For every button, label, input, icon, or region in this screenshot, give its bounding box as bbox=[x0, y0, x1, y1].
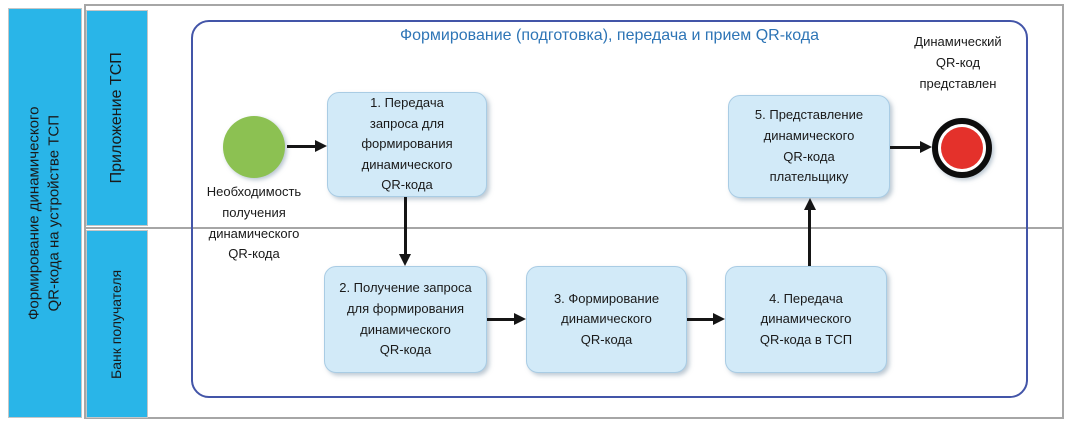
task-3: 3. Формирование динамического QR-кода bbox=[526, 266, 687, 373]
lane-bank: Банк получателя bbox=[86, 230, 148, 418]
lane-app-tsp: Приложение ТСП bbox=[86, 10, 148, 226]
arrow-task2-to-task3 bbox=[487, 318, 514, 321]
task-4: 4. Передача динамического QR-кода в ТСП bbox=[725, 266, 887, 373]
arrow-task3-to-task4 bbox=[687, 318, 713, 321]
arrowhead-task1-to-task2 bbox=[399, 254, 411, 266]
arrow-task4-to-task5 bbox=[808, 210, 811, 266]
end-event-label: Динамический QR-код представлен bbox=[914, 34, 1002, 91]
pool-frame bbox=[84, 4, 1064, 419]
group-title: Формирование (подготовка), передача и пр… bbox=[399, 27, 820, 44]
task-5: 5. Представление динамического QR-кода п… bbox=[728, 95, 890, 198]
arrow-start-to-task1 bbox=[287, 145, 316, 148]
lane-divider bbox=[85, 227, 1063, 229]
lane-app-tsp-label: Приложение ТСП bbox=[108, 52, 126, 184]
task-2: 2. Получение запроса для формирования ди… bbox=[324, 266, 487, 373]
start-event-label: Необходимость получения динамического QR… bbox=[206, 184, 302, 262]
pool-title: Формирование динамического QR-кода на ус… bbox=[8, 8, 82, 418]
end-event-inner bbox=[941, 127, 983, 169]
arrowhead-task4-to-task5 bbox=[804, 198, 816, 210]
arrow-task1-to-task2 bbox=[404, 197, 407, 255]
arrowhead-task5-to-end bbox=[920, 141, 932, 153]
arrowhead-task3-to-task4 bbox=[713, 313, 725, 325]
arrow-task5-to-end bbox=[890, 146, 920, 149]
pool-title-label: Формирование динамического QR-кода на ус… bbox=[25, 106, 64, 320]
task-1: 1. Передача запроса для формирования дин… bbox=[327, 92, 487, 197]
lane-bank-label: Банк получателя bbox=[108, 269, 125, 379]
arrowhead-start-to-task1 bbox=[315, 140, 327, 152]
group-box bbox=[191, 20, 1028, 398]
arrowhead-task2-to-task3 bbox=[514, 313, 526, 325]
end-event-circle bbox=[932, 118, 992, 178]
start-event-circle bbox=[223, 116, 285, 178]
